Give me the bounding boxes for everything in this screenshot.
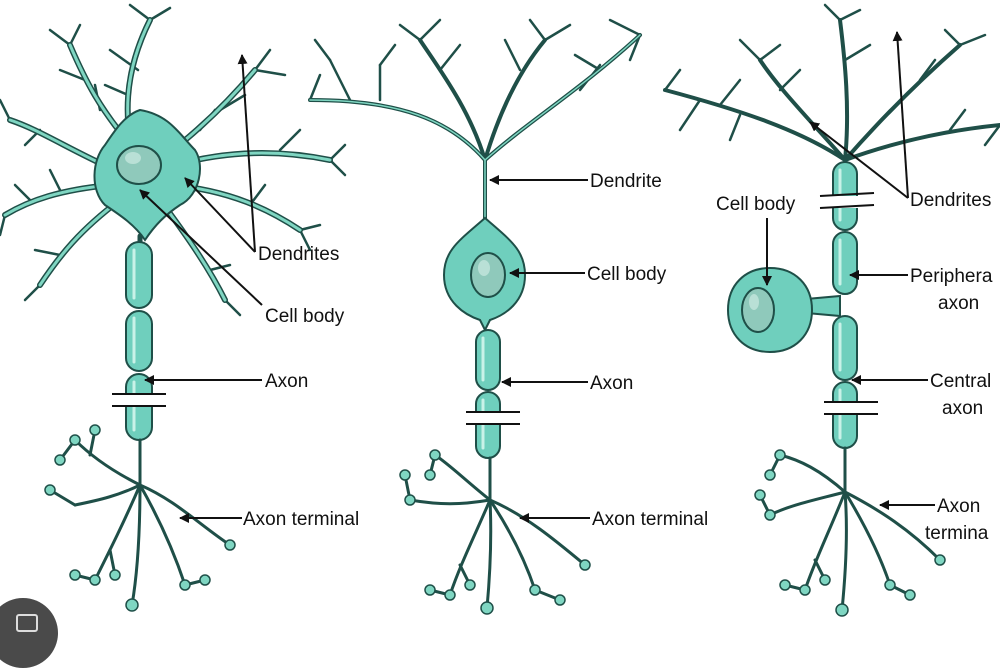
label-dendrite: Dendrite: [590, 171, 662, 192]
dendrite-tree: [663, 3, 1000, 162]
axon-terminal-branches: [399, 449, 591, 615]
label-axon-terminal: Axon terminal: [592, 509, 708, 530]
label-central-axon-line2: axon: [942, 398, 983, 419]
bipolar-neuron: Dendrite Cell body Axon Axon terminal: [308, 18, 708, 615]
label-axon-terminal: Axon terminal: [243, 509, 359, 530]
multipolar-neuron: Dendrites Cell body Axon Axon terminal: [0, 3, 359, 612]
nucleus: [470, 252, 506, 298]
label-axon-terminal-line1: Axon: [937, 496, 980, 517]
label-cell-body: Cell body: [265, 306, 345, 327]
axon: [475, 329, 501, 459]
label-dendrites: Dendrites: [910, 190, 991, 211]
central-axon: [832, 315, 858, 449]
dendrite-tree: [308, 18, 642, 222]
axon-break: [466, 411, 520, 425]
label-peripheral-axon-line2: axon: [938, 293, 979, 314]
axon: [125, 241, 153, 441]
label-cell-body: Cell body: [587, 264, 667, 285]
axon-break-upper: [819, 192, 875, 209]
label-central-axon-line1: Central: [930, 371, 991, 392]
share-icon-glyph: [16, 614, 38, 632]
label-axon-terminal-line2: termina: [925, 523, 989, 544]
nucleus: [741, 287, 775, 333]
label-axon: Axon: [265, 371, 308, 392]
axon-break-lower: [824, 401, 878, 415]
axon-break: [112, 393, 166, 407]
axon-terminal-branches: [754, 446, 946, 617]
label-axon: Axon: [590, 373, 633, 394]
axon-terminal-branches: [44, 424, 236, 612]
label-cell-body: Cell body: [716, 194, 796, 215]
label-peripheral-axon-line1: Periphera: [910, 266, 993, 287]
nucleus: [116, 145, 162, 185]
neuron-diagram: Dendrites Cell body Axon Axon terminal: [0, 3, 1000, 617]
pseudounipolar-neuron: Cell body Dendrites Periphera axon Centr…: [663, 3, 1000, 617]
label-dendrites: Dendrites: [258, 244, 339, 265]
